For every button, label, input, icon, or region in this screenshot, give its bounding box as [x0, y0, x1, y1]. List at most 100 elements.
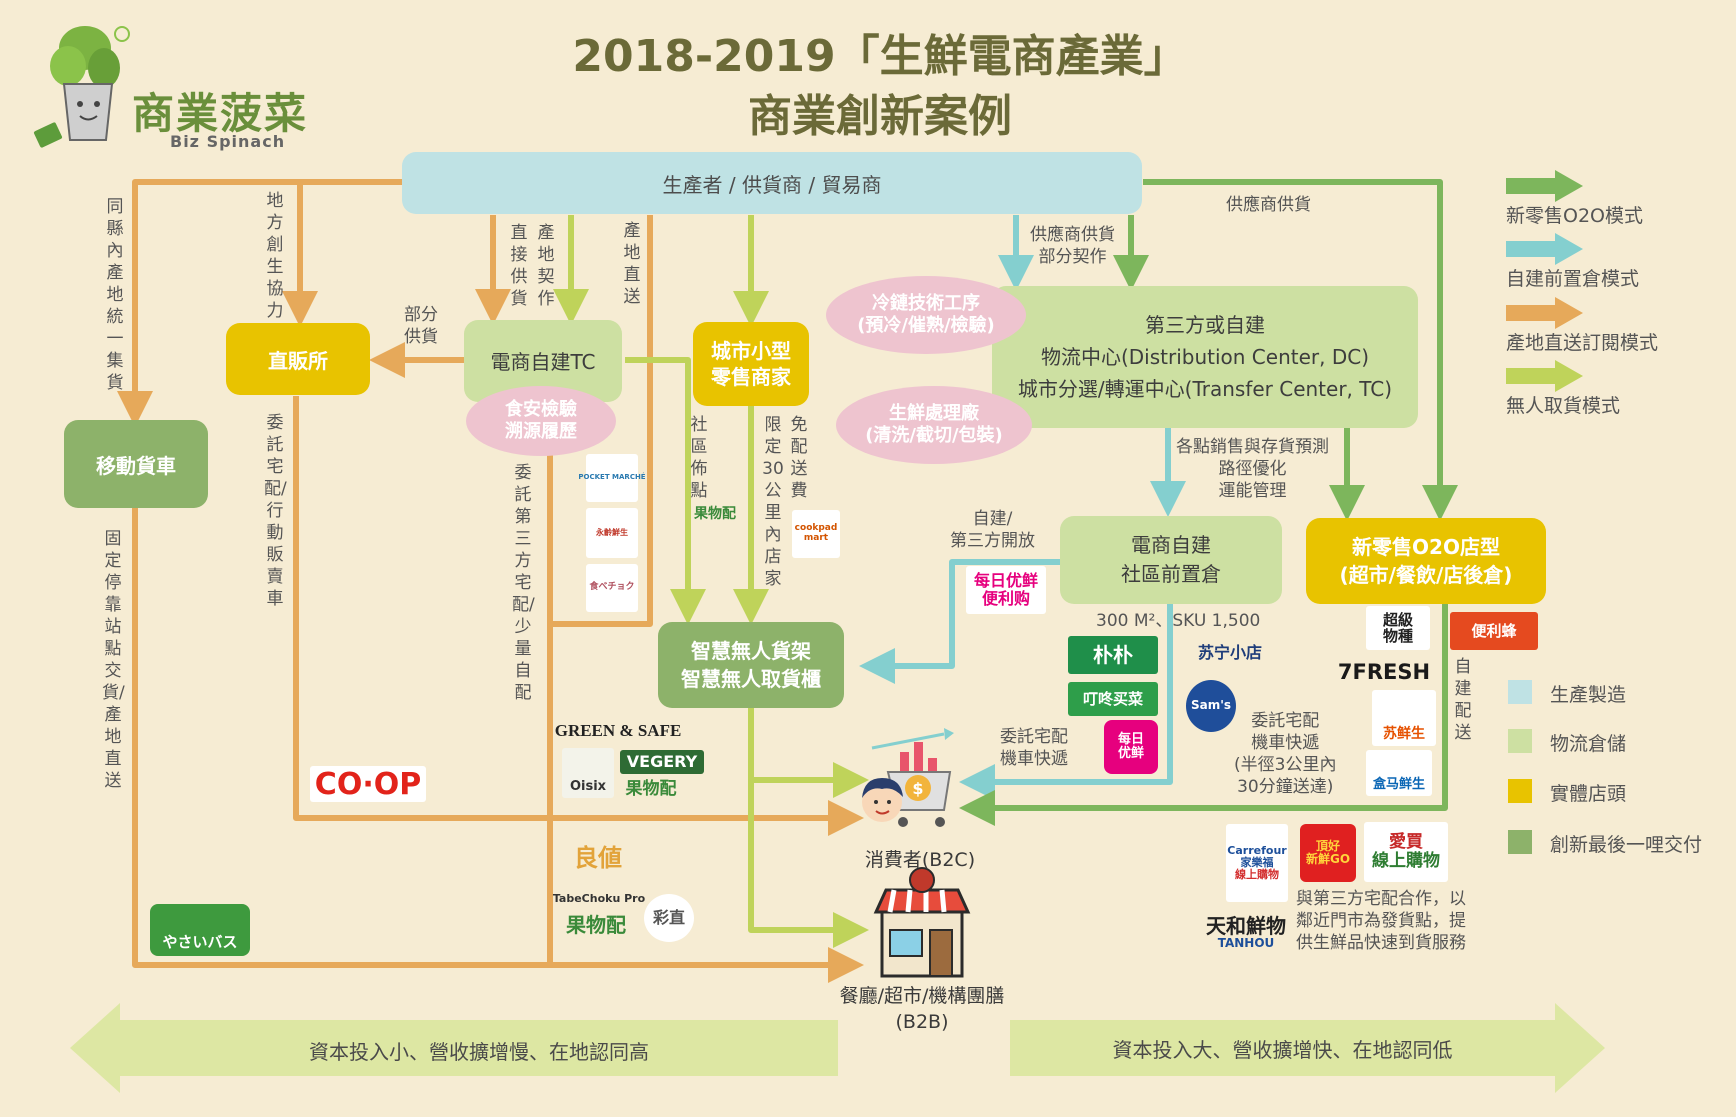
left-banner-text: 資本投入小、營收擴增慢、在地認同高 [309, 1040, 649, 1064]
tabechoku-pro-logo: TabeChoku Pro [552, 891, 646, 905]
spinach-mascot-icon [33, 26, 130, 148]
meiri-line2: 便利购 [981, 589, 1030, 608]
free-delivery-label: 免配送費 [790, 415, 808, 501]
guowupei-logo-small: 果物配 [694, 506, 736, 523]
pupu-logo: 朴朴 [1068, 636, 1158, 674]
food-safety-oval: 食安檢驗 溯源履歷 [466, 386, 616, 456]
legend-arrow-o2o [1506, 170, 1583, 202]
dingdong-logo: 叮咚买菜 [1068, 682, 1158, 716]
carrefour-line1: Carrefour [1227, 843, 1287, 857]
tianhe-logo: 天和鮮物 TANHOU [1194, 912, 1298, 954]
consign-moto-line2: 機車快遞 [1000, 749, 1068, 770]
carrefour-line2: 家樂福 [1240, 855, 1274, 869]
smart-shelf-box: 智慧無人貨架 智慧無人取貨櫃 [658, 622, 844, 708]
guowupei-logo-large: 果物配 [566, 913, 626, 937]
producers-box: 生產者 / 供貨商 / 貿易商 [402, 152, 1142, 214]
diagram-title-line1: 2018-2019「生鮮電商產業」 [572, 31, 1188, 82]
aimai-line2: 線上購物 [1372, 851, 1440, 871]
front-warehouse-line1: 電商自建 [1131, 533, 1211, 557]
yasai-bus-logo: やさいバス [150, 904, 250, 956]
supplier-supply-label: 供應商供貨 [1226, 195, 1311, 215]
b2b-label: 餐廳/超市/機構團膳 (B2B) [810, 984, 1034, 1035]
b2b-line2: (B2B) [895, 1010, 949, 1033]
food-safety-line2: 溯源履歷 [505, 421, 577, 442]
cold-chain-line2: (預冷/催熟/檢驗) [857, 315, 995, 336]
city-retailer-line1: 城市小型 [711, 339, 791, 363]
suning-logo: 苏宁小店 [1197, 643, 1262, 663]
local-creation-label: 地方創生協力 [266, 191, 284, 321]
right-banner-arrow [1010, 1003, 1605, 1093]
consign-moto-label: 委託宅配 機車快遞 [1000, 726, 1068, 770]
consign-moto-line1: 委託宅配 [1000, 727, 1068, 747]
consign-mobile-label: 委託宅配/行動販賣車 [264, 413, 287, 609]
supplier-partial-label: 供應商供貨 部分契作 [1030, 224, 1115, 268]
oisix-logo: Oisix [562, 748, 614, 798]
consign-third-label: 委託第三方宅配/少量自配 [512, 463, 535, 703]
forecast-line1: 各點銷售與存貨預測 [1176, 437, 1329, 457]
left-banner-arrow [70, 1003, 838, 1093]
svg-text:$: $ [912, 779, 923, 798]
carrefour-line3: 線上購物 [1235, 868, 1279, 882]
chaojiwuzhong-line2: 物種 [1382, 627, 1413, 645]
vegery-logo: VEGERY [620, 750, 704, 774]
mobile-truck-label: 移動貨車 [96, 453, 176, 478]
aimai-line1: 愛買 [1389, 832, 1423, 853]
legend-swatch-production [1508, 680, 1532, 704]
legend-cat-logistics: 物流倉儲 [1550, 733, 1627, 755]
sams-club-logo: Sam's [1186, 680, 1236, 732]
carrefour-logo: Carrefour 家樂福 線上購物 [1226, 824, 1288, 902]
supplier-partial-line1: 供應商供貨 [1030, 225, 1115, 245]
chaojiwuzhong-line1: 超級 [1382, 610, 1413, 629]
consumer-label: 消費者(B2C) [864, 849, 976, 871]
supplier-partial-line2: 部分契作 [1038, 247, 1107, 268]
pocket-marche-logo: POCKET MARCHÉ [578, 454, 646, 502]
forecast-line3: 運能管理 [1218, 481, 1287, 502]
fresh-plant-oval: 生鮮處理廠 (清洗/截切/包裝) [836, 386, 1032, 464]
suxiansheng-logo: 苏鲜生 [1372, 690, 1436, 746]
ecom-tc-box: 電商自建TC [464, 320, 622, 402]
liangzhi-logo: 良値 [574, 845, 622, 872]
mobile-truck-box: 移動貨車 [64, 420, 208, 508]
guowupei-logo: 果物配 [625, 778, 677, 799]
consign-moto2-line4: 30分鐘送達) [1237, 777, 1334, 798]
coop-logo: CO·OP [310, 766, 426, 802]
limit-30km-label: 限定30公里內店家 [762, 415, 784, 589]
partial-supply-line2: 供貨 [404, 327, 438, 348]
legend-swatch-store [1508, 779, 1532, 803]
cold-chain-oval: 冷鏈技術工序 (預冷/催熟/檢驗) [826, 276, 1026, 354]
city-retailer-box: 城市小型 零售商家 [693, 322, 809, 406]
self-open-label: 自建/ 第三方開放 [950, 508, 1035, 552]
community-point-label: 社區佈點 [690, 415, 708, 501]
fixed-stop-label: 固定停靠站點交貨/產地直送 [102, 529, 125, 791]
fresh-plant-line1: 生鮮處理廠 [889, 402, 979, 424]
dinghao-logo: 頂好 新鮮GO [1300, 824, 1356, 882]
storefront-icon [873, 867, 971, 978]
dc-center-line2: 物流中心(Distribution Center, DC) [1040, 345, 1370, 369]
meiri-youxian-logo: 每日优鲜 便利购 [966, 566, 1046, 614]
new-retail-box: 新零售O2O店型 (超市/餐飲/店後倉) [1306, 518, 1546, 604]
food-safety-line1: 食安檢驗 [505, 398, 577, 420]
sku-label: 300 M²、SKU 1,500 [1096, 611, 1261, 631]
right-banner-text: 資本投入大、營收擴增快、在地認同低 [1112, 1038, 1453, 1062]
consign-moto2-line2: 機車快遞 [1251, 733, 1320, 754]
legend-mode-front: 自建前置倉模式 [1506, 268, 1640, 290]
legend-arrow-front [1506, 233, 1583, 265]
b2b-line1: 餐廳/超市/機構團膳 [839, 985, 1005, 1007]
brand-english: Biz Spinach [170, 132, 286, 151]
saichoku-logo: 彩直 [644, 894, 694, 942]
direct-store-box: 直販所 [226, 323, 370, 395]
tianhe-line2: TANHOU [1217, 936, 1275, 951]
city-retailer-line2: 零售商家 [711, 365, 791, 389]
bianlifeng-logo: 便利蜂 [1450, 612, 1538, 650]
consign-moto2-label: 委託宅配 機車快遞 (半徑3公里內 30分鐘送達) [1234, 710, 1336, 798]
front-warehouse-box: 電商自建 社區前置倉 [1060, 516, 1282, 604]
self-delivery-label: 自建配送 [1454, 657, 1472, 743]
cookpad-mart-logo: cookpad mart [792, 510, 840, 558]
sevenfresh-logo: 7FRESH [1337, 660, 1431, 685]
direct-supply-label: 直接供貨 [510, 223, 528, 309]
origin-contract-label: 產地契作 [537, 223, 555, 309]
legend-mode-unmanned: 無人取貨模式 [1506, 395, 1621, 417]
forecast-line2: 路徑優化 [1218, 459, 1287, 480]
legend-cat-production: 生產製造 [1550, 684, 1627, 706]
